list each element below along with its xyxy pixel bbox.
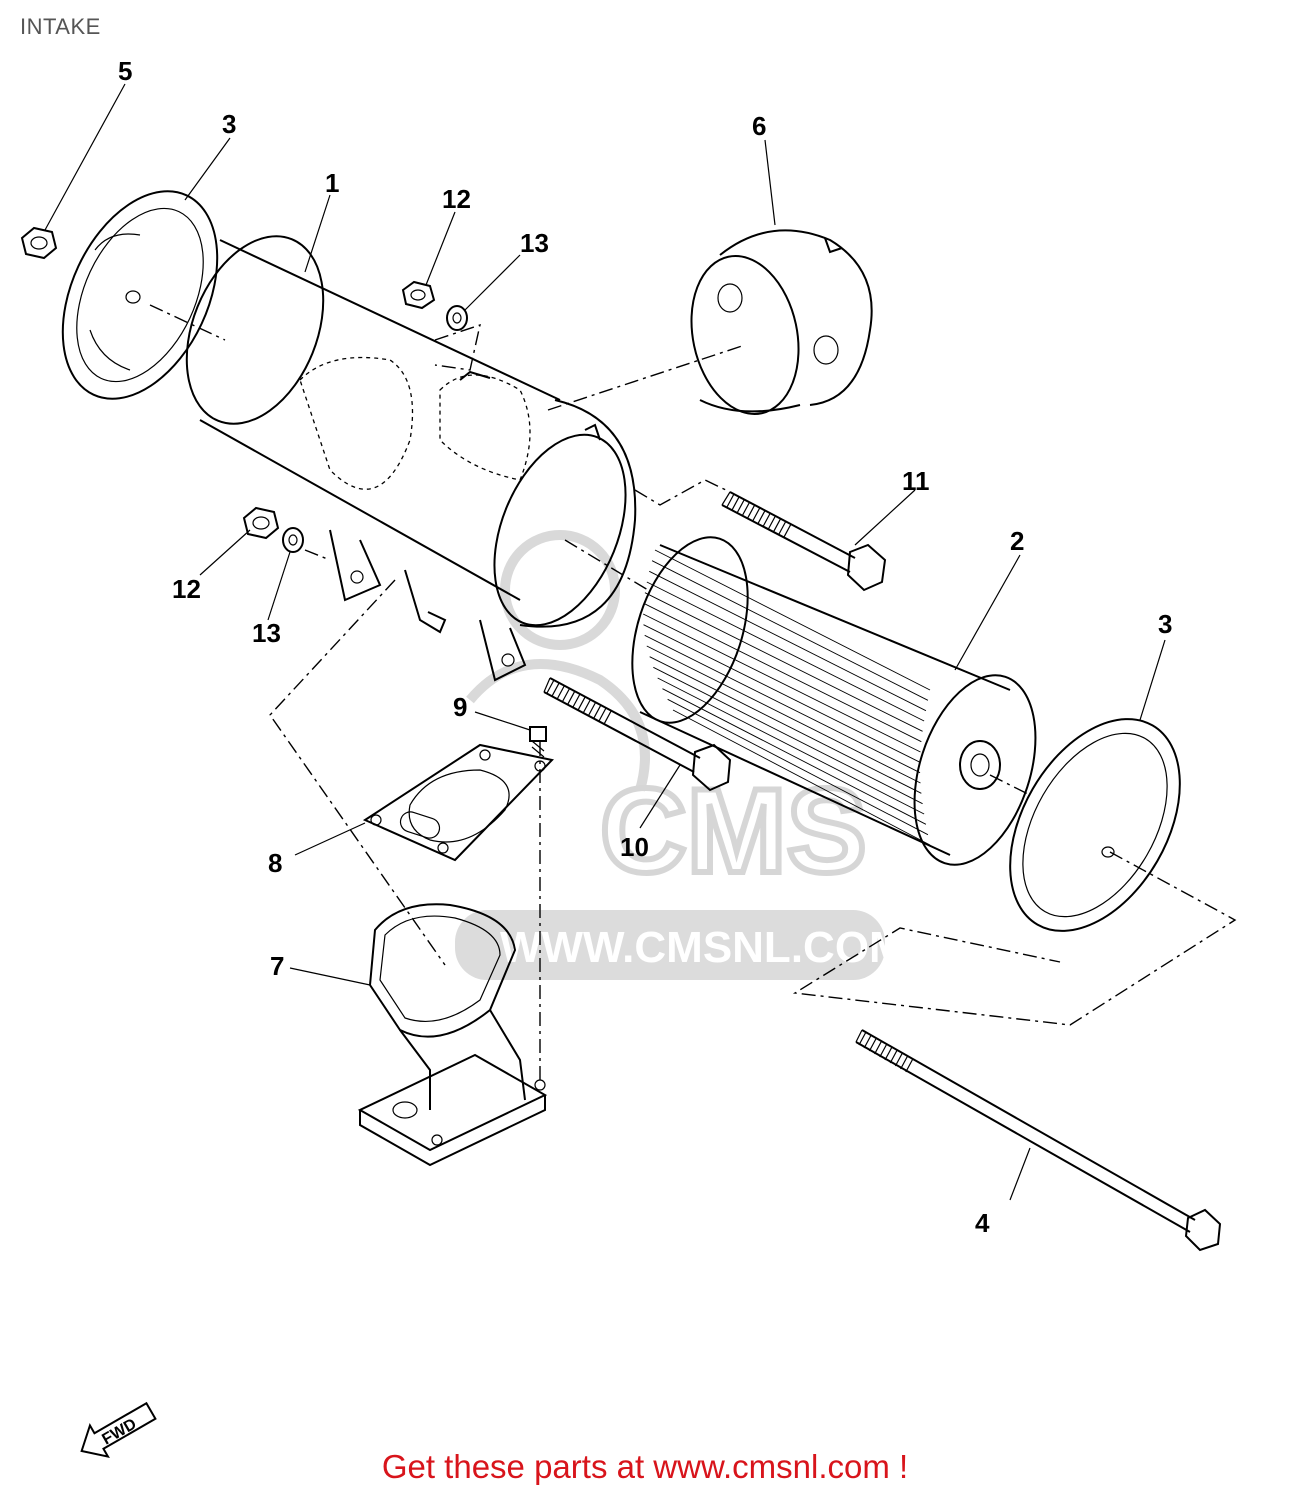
watermark-url-pill [455,910,885,980]
label-part-7: 7 [270,951,284,981]
part-4-stud-bolt [855,1029,1222,1252]
label-part-11: 11 [902,466,930,496]
footer-shop-link[interactable]: Get these parts at www.cmsnl.com ! [381,1448,909,1485]
part-1-air-cleaner-case [185,235,637,682]
part-labels: 5 3 1 12 13 6 11 2 3 12 13 9 10 8 7 4 [118,56,1172,1238]
part-3-end-cap-right [1009,718,1181,932]
part-11-bolt [721,491,887,592]
bolt-10-threads [546,679,612,725]
label-part-8: 8 [268,848,282,878]
watermark-url: WWW.CMSNL.COM [500,923,906,972]
page-title: INTAKE [20,14,101,39]
label-part-3-right: 3 [1158,609,1172,639]
fwd-label: FWD [99,1416,139,1449]
watermark-brand: CMS [600,764,867,898]
label-part-9: 9 [453,692,467,722]
part-12-13-top-fasteners [401,280,468,331]
part-6-clamp-band [690,229,873,415]
label-part-12-top: 12 [442,184,471,214]
leader-lines [44,83,1166,1201]
label-part-3-left: 3 [222,109,236,139]
part-8-gasket [362,743,554,862]
part-7-intake-joint [357,903,548,1167]
bolt-11-threads [726,493,792,537]
assembly-centerlines [149,304,1237,1085]
label-part-12-bottom: 12 [172,574,201,604]
watermark: CMS WWW.CMSNL.COM [455,530,906,980]
filter-pleats [642,549,931,846]
watermark-wheel [500,530,620,650]
watermark-swoosh [466,659,650,792]
label-part-4: 4 [975,1208,990,1238]
label-part-10: 10 [620,832,649,862]
label-part-13-top: 13 [520,228,549,258]
bolt-4-threads [858,1031,914,1073]
part-2-filter-element [631,536,1037,866]
part-10-bolt [543,677,732,792]
part-5-nut [20,226,58,260]
label-part-1: 1 [325,168,339,198]
label-part-5: 5 [118,56,132,86]
label-part-6: 6 [752,111,766,141]
part-9-screw [529,726,547,758]
label-part-2: 2 [1010,526,1024,556]
part-3-end-cap-left [61,190,219,400]
label-part-13-bottom: 13 [252,618,281,648]
part-12-13-bottom-fasteners [242,506,304,553]
